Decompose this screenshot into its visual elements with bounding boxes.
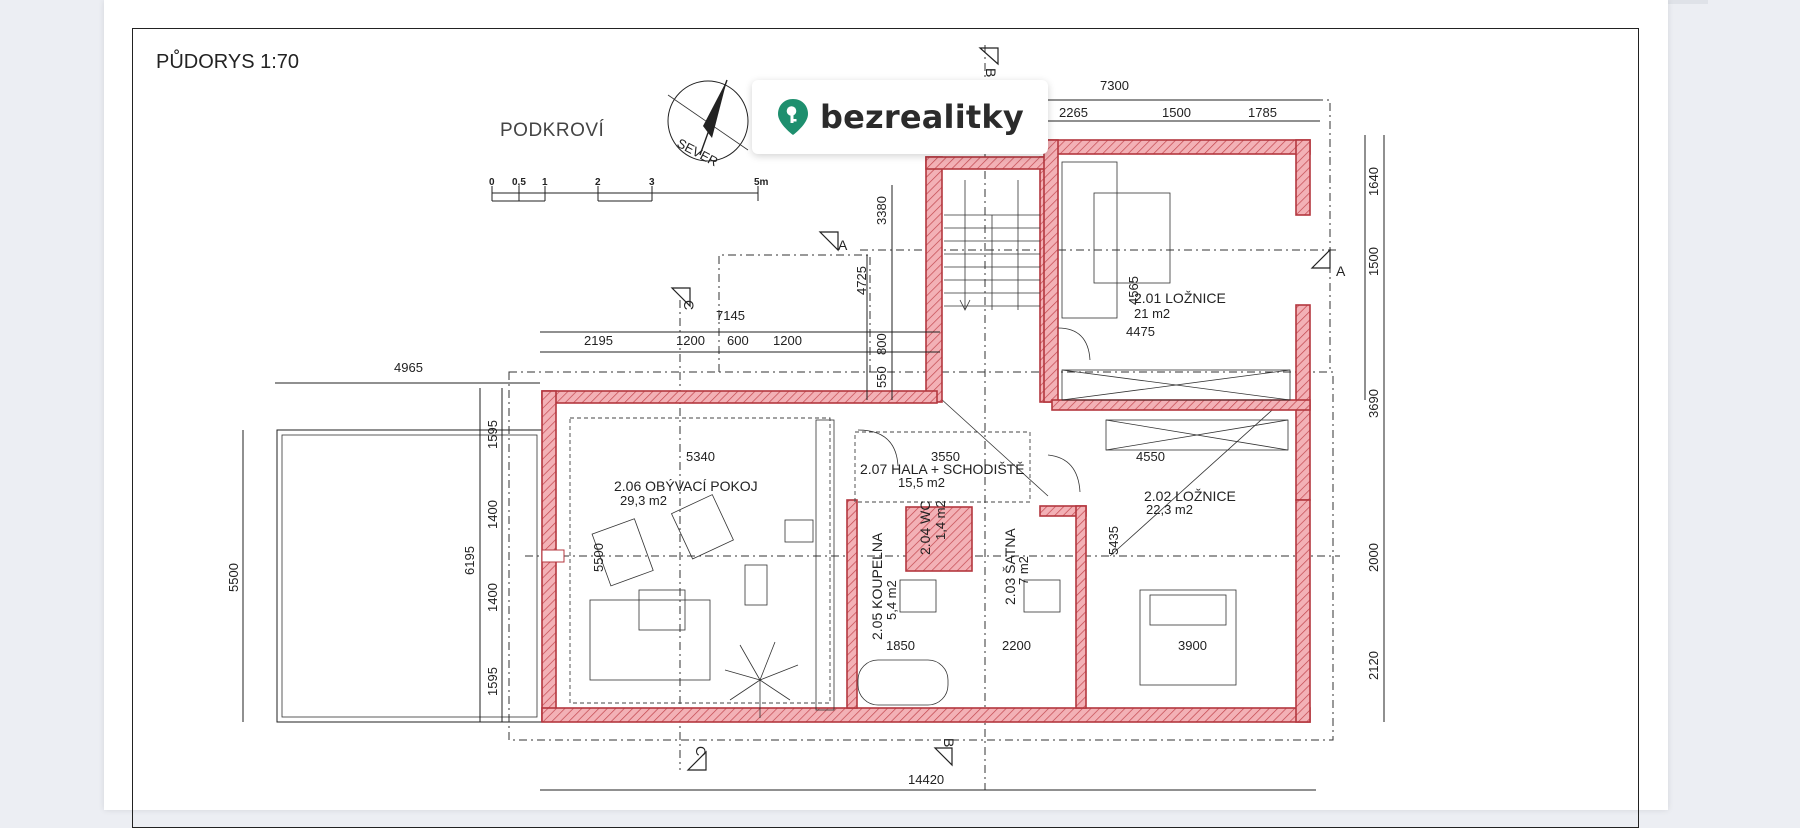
scale-label-0: 0: [489, 177, 495, 188]
dim-terrace-height: 5500: [226, 563, 241, 592]
room-2-06-name: 2.06 OBÝVACÍ POKOJ: [614, 478, 758, 494]
room-labels: 2.01 LOŽNICE 21 m2 2.02 LOŽNICE 22,3 m2 …: [614, 290, 1236, 640]
dim-top-part-3: 1785: [1248, 105, 1277, 120]
scale-label-5m: 5m: [754, 177, 769, 188]
dimension-lines: [242, 99, 1385, 791]
dim-top-part-2: 1500: [1162, 105, 1191, 120]
dim-mid-part-2: 1200: [676, 333, 705, 348]
dim-left-4: 1595: [485, 667, 500, 696]
section-mark-c-bottom: C: [693, 746, 709, 756]
dim-interior-6: 4565: [1126, 276, 1141, 305]
location-key-icon: [778, 99, 809, 135]
room-2-07-area: 15,5 m2: [898, 475, 945, 490]
section-mark-a-left: A: [838, 237, 848, 253]
dim-small-2: 550: [874, 366, 889, 388]
dim-right-4: 2000: [1366, 543, 1381, 572]
room-2-01-area: 21 m2: [1134, 306, 1170, 321]
dim-right-2: 1500: [1366, 247, 1381, 276]
scale-label-05: 0,5: [512, 177, 526, 188]
floor-plan: PŮDORYS 1:70 PODKROVÍ SEVER 0 0,5 1 2 3 …: [156, 45, 1385, 791]
floor-name: PODKROVÍ: [500, 120, 605, 141]
room-2-07-name: 2.07 HALA + SCHODIŠTĚ: [860, 461, 1025, 477]
dim-bottom-total: 14420: [908, 772, 944, 787]
dim-left-3: 1400: [485, 583, 500, 612]
bezrealitky-logo: bezrealitky: [752, 80, 1048, 154]
dim-interior-9: 2200: [1002, 638, 1031, 653]
dim-left-1: 1595: [485, 420, 500, 449]
dim-mid-part-1: 2195: [584, 333, 613, 348]
room-2-01-name: 2.01 LOŽNICE: [1134, 290, 1226, 306]
scale-label-2: 2: [595, 177, 601, 188]
room-2-02-area: 22,3 m2: [1146, 502, 1193, 517]
room-2-04-name: 2.04 WC: [917, 501, 933, 555]
dim-mid-total: 7145: [716, 308, 745, 323]
dim-stair-width: 3380: [874, 196, 889, 225]
dim-interior-8: 1850: [886, 638, 915, 653]
scale-label-1: 1: [542, 177, 548, 188]
dim-right-3: 3690: [1366, 389, 1381, 418]
dim-mid-part-3: 600: [727, 333, 749, 348]
dim-top-part-1: 2265: [1059, 105, 1088, 120]
dim-interior-4: 4550: [1136, 449, 1165, 464]
room-2-03-name: 2.03 ŠATNA: [1002, 528, 1018, 605]
dim-small-1: 800: [874, 333, 889, 355]
dim-mid-part-4: 1200: [773, 333, 802, 348]
drawing-title: PŮDORYS 1:70: [156, 49, 299, 73]
section-mark-a-right: A: [1336, 263, 1346, 279]
dimension-texts: 7300 2265 1500 1785 3380 4725 1640 1500 …: [226, 78, 1381, 787]
dim-interior-1: 5340: [686, 449, 715, 464]
room-2-05-area: 5,4 m2: [884, 580, 899, 620]
dim-interior-10: 3900: [1178, 638, 1207, 653]
bedroom-block-upper: [1043, 139, 1311, 501]
room-2-03-area: 7 m2: [1016, 556, 1031, 585]
dim-interior-5: 4475: [1126, 324, 1155, 339]
compass-rose-icon: SEVER: [667, 79, 749, 169]
section-mark-c-top: C: [681, 300, 697, 310]
main-walls: [541, 390, 1311, 723]
section-mark-b-top: B: [983, 68, 999, 77]
section-marks: A A B B C C: [670, 47, 1346, 771]
scale-label-3: 3: [649, 177, 655, 188]
dim-left-total: 6195: [462, 546, 477, 575]
dim-terrace-width: 4965: [394, 360, 423, 375]
dim-top-total: 7300: [1100, 78, 1129, 93]
dim-right-1: 1640: [1366, 167, 1381, 196]
section-mark-b-bottom: B: [941, 738, 957, 747]
room-2-05-name: 2.05 KOUPELNA: [869, 532, 885, 640]
dim-left-2: 1400: [485, 500, 500, 529]
dim-interior-3: 3550: [931, 449, 960, 464]
dim-stair-len: 4725: [854, 266, 869, 295]
logo-text: bezrealitky: [820, 98, 1024, 136]
stair-core: [925, 156, 1053, 403]
dim-interior-7: 5435: [1106, 526, 1121, 555]
dim-right-5: 2120: [1366, 651, 1381, 680]
compass-label: SEVER: [675, 135, 721, 169]
room-2-02-name: 2.02 LOŽNICE: [1144, 488, 1236, 504]
room-2-04-area: 1,4 m2: [933, 500, 948, 540]
scale-bar: 0 0,5 1 2 3 5m: [489, 177, 769, 202]
dim-interior-2: 5500: [591, 543, 606, 572]
room-2-06-area: 29,3 m2: [620, 493, 667, 508]
interior-fixtures: [569, 417, 1289, 718]
